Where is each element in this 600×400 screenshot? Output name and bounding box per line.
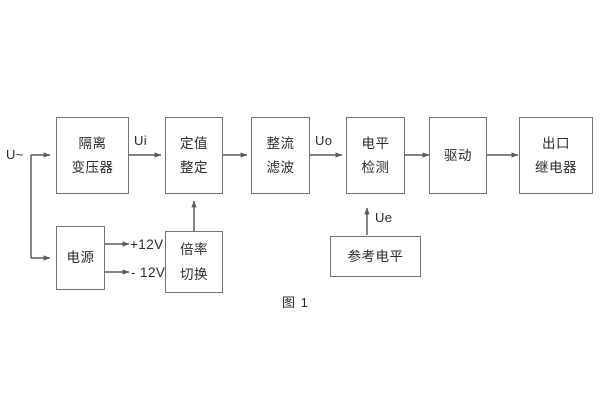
- block-reference-level[interactable]: 参考电平: [330, 236, 421, 277]
- block-output-relay[interactable]: 出口 继电器: [519, 117, 593, 194]
- block-isolation-transformer[interactable]: 隔离 变压器: [56, 117, 129, 194]
- block-setting-value[interactable]: 定值 整定: [165, 117, 223, 194]
- block-isolation-transformer-line-1: 隔离: [78, 135, 107, 151]
- block-reference-level-line-1: 参考电平: [347, 248, 404, 264]
- block-level-detection-line-1: 电平: [361, 135, 390, 151]
- block-multiplier-switch-line-1: 倍率: [180, 242, 208, 257]
- input-label-u-ac: U~: [6, 147, 24, 162]
- block-output-relay-line-1: 出口: [542, 135, 570, 151]
- block-rectify-filter[interactable]: 整流 滤波: [251, 117, 310, 194]
- block-power-supply[interactable]: 电源: [56, 226, 105, 290]
- rail-label-negative-12v: - 12V: [131, 265, 166, 280]
- block-level-detection-line-2: 检测: [361, 160, 390, 175]
- block-output-relay-line-2: 继电器: [535, 160, 577, 175]
- block-rectify-filter-line-2: 滤波: [266, 160, 295, 175]
- block-drive[interactable]: 驱动: [429, 117, 487, 194]
- block-rectify-filter-line-1: 整流: [266, 135, 295, 151]
- block-drive-line-1: 驱动: [444, 147, 472, 163]
- signal-label-ui: Ui: [134, 133, 147, 148]
- block-multiplier-switch-line-2: 切换: [180, 266, 208, 282]
- figure-caption: 图 1: [282, 295, 309, 310]
- wire-input-trunk: [30, 152, 51, 261]
- signal-label-ue: Ue: [375, 210, 393, 225]
- block-isolation-transformer-line-2: 变压器: [71, 160, 114, 175]
- block-setting-value-line-1: 定值: [180, 135, 208, 151]
- block-setting-value-line-2: 整定: [180, 160, 208, 175]
- block-level-detection[interactable]: 电平 检测: [346, 117, 405, 194]
- signal-label-uo: Uo: [315, 133, 333, 148]
- block-power-supply-line-1: 电源: [66, 250, 95, 266]
- block-multiplier-switch[interactable]: 倍率 切换: [165, 231, 223, 293]
- rail-label-positive-12v: +12V: [130, 237, 164, 252]
